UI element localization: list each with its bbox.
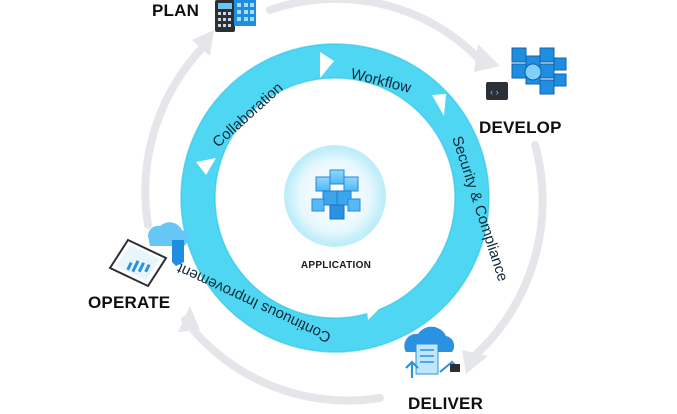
- arrowhead-to-deliver: [462, 350, 488, 374]
- stage-label-deliver: DELIVER: [408, 394, 484, 413]
- cubes-icon: [311, 169, 361, 220]
- outer-arrowheads: [178, 30, 500, 374]
- application-hub: [284, 145, 386, 247]
- code-cubes-icon: ‹›: [486, 47, 567, 100]
- arrowhead-to-operate: [178, 306, 200, 332]
- svg-text:‹›: ‹›: [489, 88, 500, 98]
- outer-arc-develop-deliver: [466, 141, 547, 364]
- outer-arc-plan-develop: [266, 0, 484, 64]
- stage-label-develop: DEVELOP: [479, 118, 562, 137]
- arrowhead-to-plan: [192, 30, 214, 56]
- inner-ring: [180, 43, 490, 353]
- stage-label-plan: PLAN: [152, 1, 200, 20]
- calculator-building-icon: [215, 0, 256, 32]
- cloud-deploy-icon: [404, 326, 460, 378]
- ring-chevron-3: [366, 300, 382, 320]
- stage-label-operate: OPERATE: [88, 293, 171, 312]
- application-label: APPLICATION: [300, 260, 372, 271]
- outer-arc-operate-plan: [141, 41, 209, 229]
- ring-chevron-4: [196, 158, 216, 175]
- ring-chevron-2: [432, 94, 446, 116]
- outer-cycle: [141, 0, 547, 405]
- arrowhead-to-develop: [474, 44, 500, 72]
- ring-chevron-1: [320, 52, 334, 78]
- monitor-chart-icon: [108, 222, 189, 288]
- outer-arc-deliver-operate: [181, 316, 384, 405]
